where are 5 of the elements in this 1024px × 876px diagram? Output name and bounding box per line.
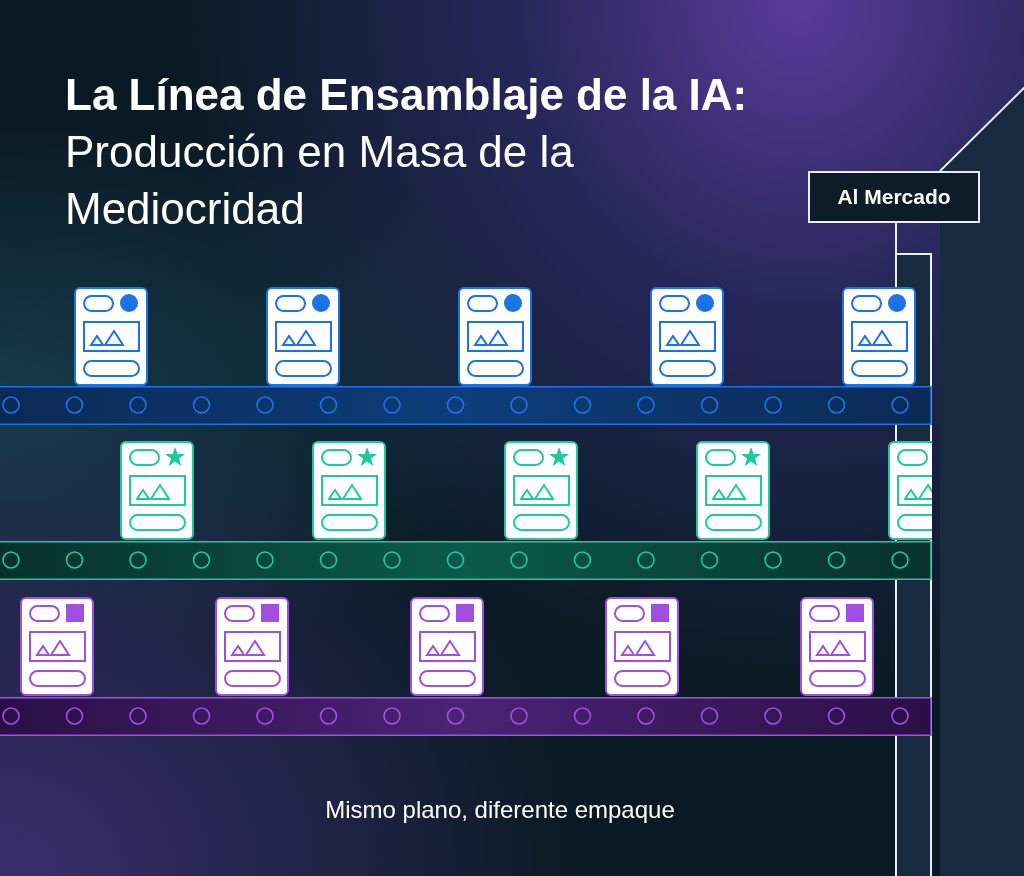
title: La Línea de Ensamblaje de la IA: Producción en Masa de la Mediocridad [65,69,749,235]
caption: Mismo plano, diferente empaque [324,795,676,825]
connector-line [895,222,897,254]
label-box [808,171,980,223]
box-label: Al Mercado [837,184,951,211]
